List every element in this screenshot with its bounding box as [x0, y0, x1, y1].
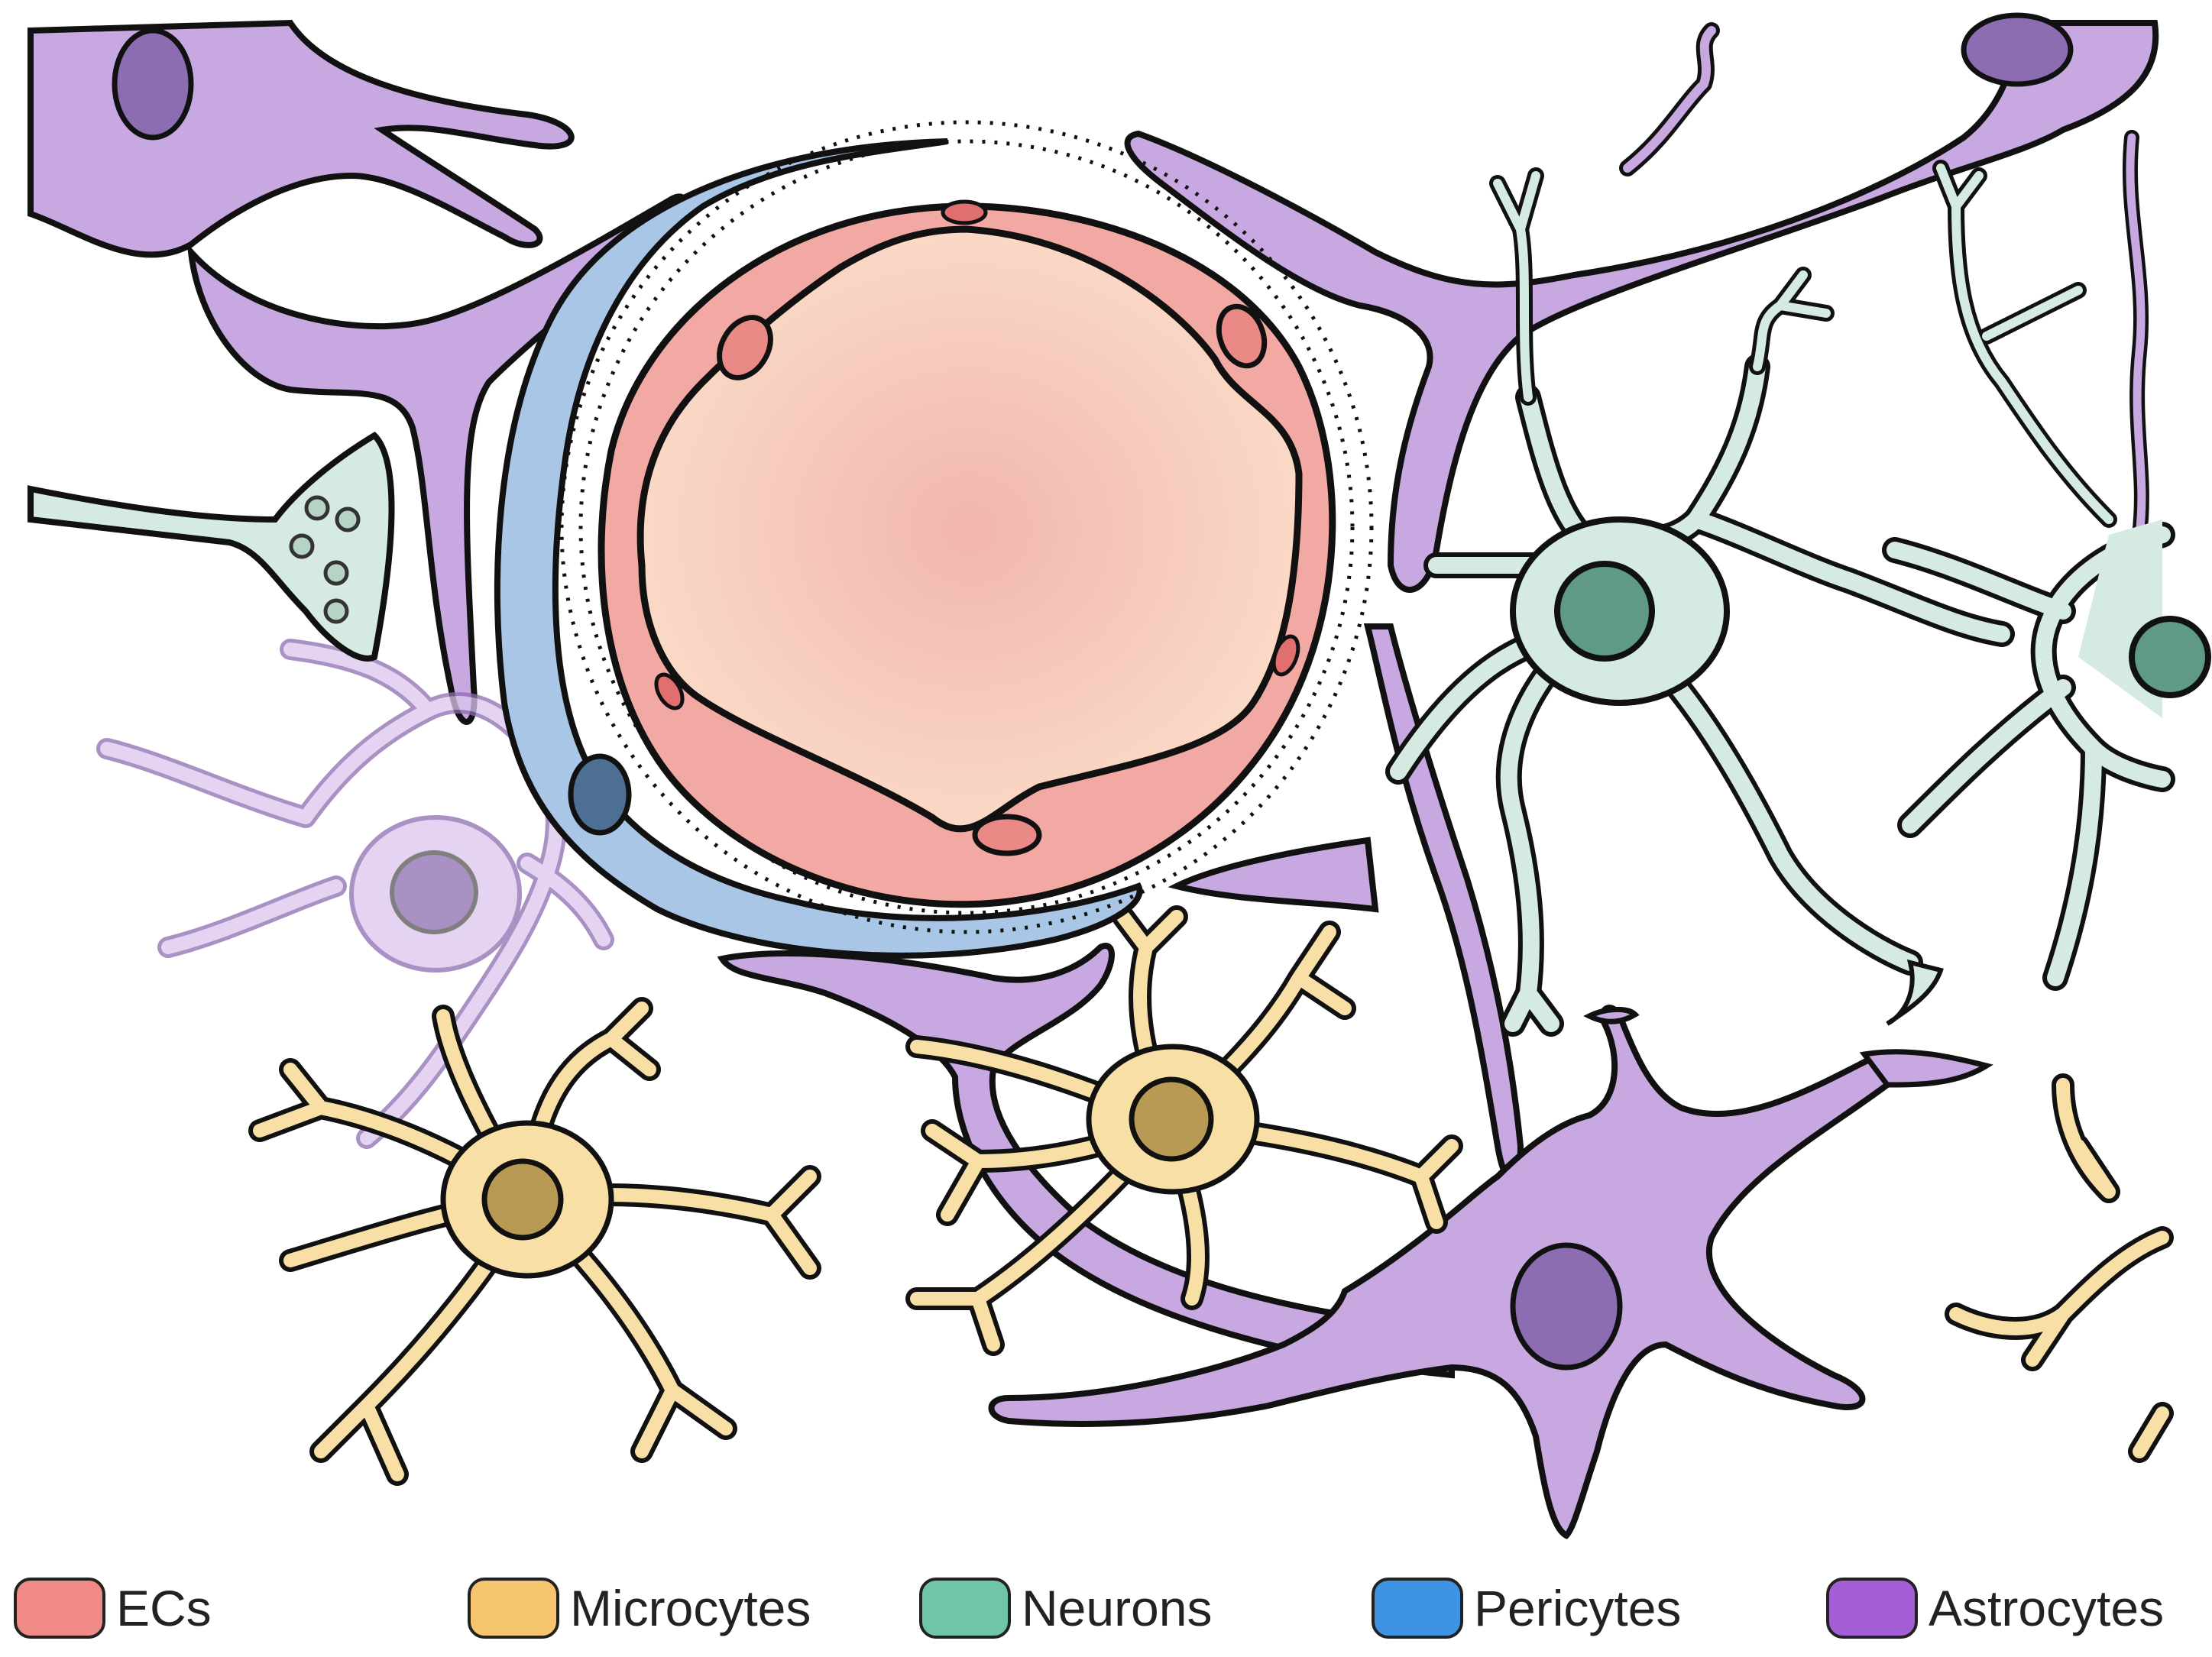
astrocyte-body: [28, 19, 575, 258]
neurons-swatch: [919, 1578, 1011, 1639]
legend-label: Neurons: [1022, 1580, 1213, 1636]
basement-membrane: [559, 120, 1374, 934]
pericyte: [494, 138, 1143, 959]
astrocyte-top-right: [1124, 12, 2159, 593]
microglia-nucleus: [481, 1158, 564, 1241]
pericyte-nucleus: [568, 753, 632, 836]
legend-item-neurons: Neurons: [919, 1574, 1212, 1642]
neuron-nucleus: [1554, 561, 1655, 662]
neuron-right: [1385, 167, 2015, 1037]
tight-junction: [941, 199, 988, 225]
astrocyte-nucleus: [1510, 1242, 1623, 1371]
neuron-far-right: [1882, 160, 2211, 991]
pericytes-swatch: [1372, 1578, 1463, 1639]
neuron-terminal: [28, 431, 395, 662]
astrocytes-swatch: [1826, 1578, 1918, 1639]
astrocyte-endfoot: [1168, 837, 1379, 913]
astrocyte-body: [1124, 20, 2159, 593]
astrocyte-top-left: [28, 19, 575, 258]
pericyte-body: [494, 138, 1143, 959]
astrocyte-process: [186, 193, 687, 725]
endothelial-nucleus: [972, 814, 1042, 856]
legend-item-astrocytes: Astrocytes: [1826, 1574, 2164, 1642]
endothelial-nucleus: [717, 315, 773, 380]
blood-vessel: [559, 120, 1374, 934]
microglia-center: [905, 905, 1463, 1356]
microcytes-swatch: [468, 1578, 559, 1639]
legend-label: Pericytes: [1474, 1580, 1682, 1636]
legend-label: Microcytes: [570, 1580, 811, 1636]
neuron-nucleus: [2129, 616, 2211, 698]
legend: ECs Microcytes Neurons Pericytes Astrocy…: [0, 1558, 2212, 1657]
legend-item-ecs: ECs: [14, 1574, 212, 1642]
astrocyte-endfoot-left: [186, 193, 687, 725]
astrocyte-bottom-right: [988, 1005, 1993, 1539]
neuron-axon-terminal: [28, 431, 395, 662]
legend-item-microcytes: Microcytes: [468, 1574, 811, 1642]
microglia-left: [248, 997, 821, 1486]
astrocyte-nucleus: [112, 28, 194, 141]
diagram-canvas: [28, 12, 2211, 1539]
microglia-nucleus: [1129, 1076, 1214, 1162]
tight-junction: [1271, 634, 1300, 677]
microglia-right-edge: [1945, 1073, 2174, 1463]
legend-label: Astrocytes: [1929, 1580, 2165, 1636]
astrocyte-nucleus: [1961, 12, 2074, 87]
tight-junction: [654, 672, 685, 710]
endothelial-nucleus: [1216, 303, 1268, 369]
legend-label: ECs: [116, 1580, 212, 1636]
ecs-swatch: [14, 1578, 105, 1639]
astrocyte-nucleus: [390, 850, 478, 934]
legend-item-pericytes: Pericytes: [1372, 1574, 1681, 1642]
